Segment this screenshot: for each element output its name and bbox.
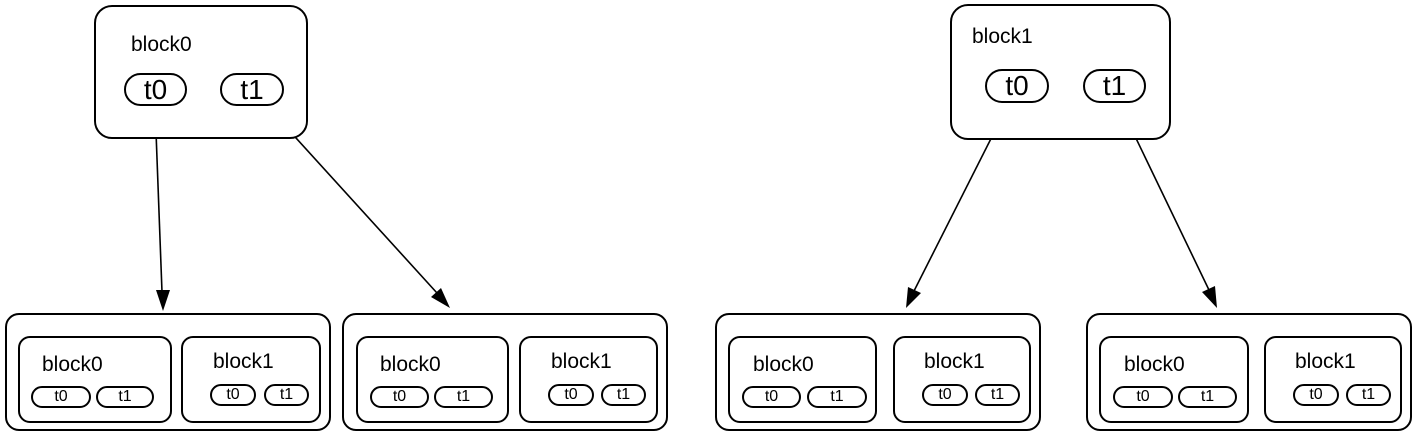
thread-pill-t1: t1 bbox=[96, 386, 154, 408]
inner-block-label: block0 bbox=[42, 353, 103, 376]
top-block-label: block0 bbox=[131, 33, 192, 56]
block-group-3: block0 t0 t1 block1 t0 t1 bbox=[1086, 313, 1412, 431]
inner-block-1: block1 t0 t1 bbox=[1264, 336, 1402, 423]
block-group-0: block0 t0 t1 block1 t0 t1 bbox=[5, 313, 331, 431]
thread-pill-t1: t1 bbox=[1083, 69, 1146, 103]
inner-block-0: block0 t0 t1 bbox=[728, 336, 877, 423]
inner-block-label: block1 bbox=[213, 350, 274, 373]
thread-pill-t0: t0 bbox=[31, 386, 91, 408]
inner-block-label: block1 bbox=[551, 350, 612, 373]
thread-pill-t0: t0 bbox=[922, 384, 968, 406]
thread-pill-t0: t0 bbox=[210, 384, 256, 406]
inner-block-label: block0 bbox=[753, 353, 814, 376]
thread-pill-t0: t0 bbox=[1293, 384, 1339, 406]
thread-pill-t1: t1 bbox=[807, 386, 867, 408]
thread-pill-t0: t0 bbox=[1113, 386, 1173, 408]
thread-pill-t1: t1 bbox=[220, 73, 284, 106]
thread-pill-t1: t1 bbox=[264, 384, 309, 406]
thread-pill-t1: t1 bbox=[434, 386, 493, 408]
inner-block-label: block1 bbox=[924, 350, 985, 373]
inner-block-1: block1 t0 t1 bbox=[181, 336, 321, 423]
block-group-1: block0 t0 t1 block1 t0 t1 bbox=[342, 313, 668, 431]
inner-block-0: block0 t0 t1 bbox=[356, 336, 509, 423]
thread-pill-t0: t0 bbox=[548, 384, 594, 406]
top-block-label: block1 bbox=[972, 25, 1033, 48]
thread-pill-t1: t1 bbox=[1346, 384, 1391, 406]
thread-pill-t0: t0 bbox=[370, 386, 429, 408]
inner-block-label: block1 bbox=[1295, 350, 1356, 373]
inner-block-label: block0 bbox=[1124, 353, 1185, 376]
thread-pill-t0: t0 bbox=[985, 69, 1049, 103]
block-group-2: block0 t0 t1 block1 t0 t1 bbox=[715, 313, 1041, 431]
thread-pill-t0: t0 bbox=[124, 73, 187, 106]
thread-pill-t0: t0 bbox=[742, 386, 801, 408]
top-block-0: block0 t0 t1 bbox=[94, 5, 308, 139]
thread-pill-t1: t1 bbox=[1178, 386, 1237, 408]
inner-block-0: block0 t0 t1 bbox=[18, 336, 172, 423]
inner-block-1: block1 t0 t1 bbox=[893, 336, 1031, 423]
top-block-1: block1 t0 t1 bbox=[950, 4, 1171, 140]
thread-pill-t1: t1 bbox=[601, 384, 646, 406]
inner-block-0: block0 t0 t1 bbox=[1099, 336, 1249, 423]
inner-block-label: block0 bbox=[380, 353, 441, 376]
thread-pill-t1: t1 bbox=[975, 384, 1020, 406]
inner-block-1: block1 t0 t1 bbox=[519, 336, 658, 423]
